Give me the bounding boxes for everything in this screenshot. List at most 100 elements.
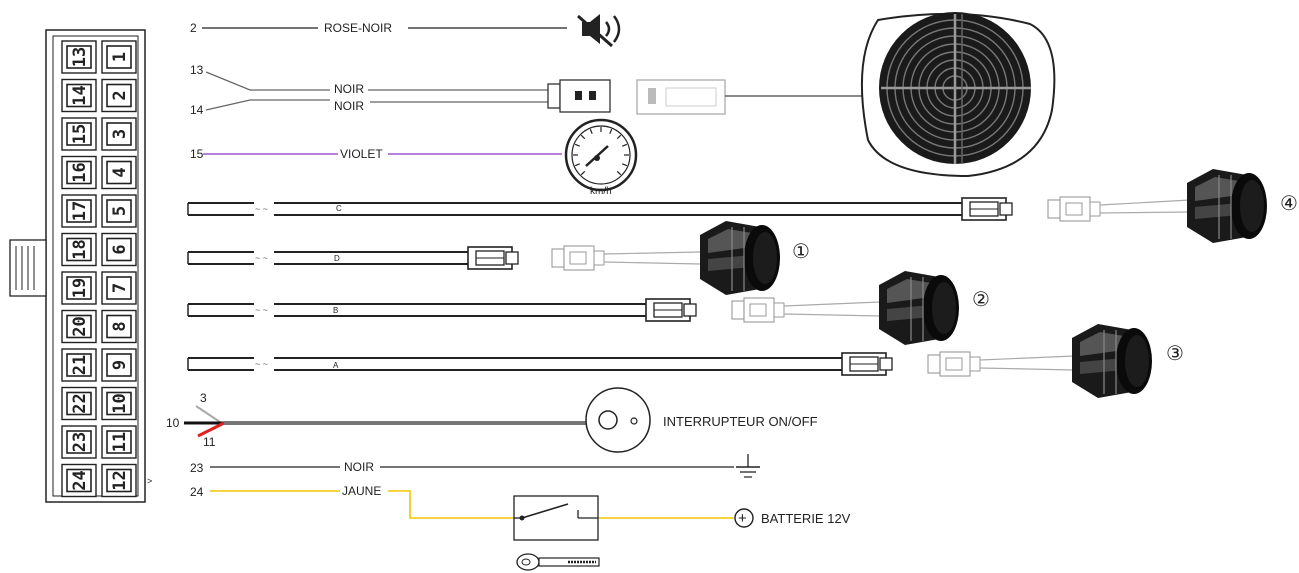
wire-number: 13 xyxy=(190,63,204,77)
speaker-icon xyxy=(860,12,1056,178)
svg-text:~ ~: ~ ~ xyxy=(255,253,268,263)
battery-plus-icon: + xyxy=(734,508,754,528)
connector-pin-right-7: 7 xyxy=(101,271,137,305)
wire-label: NOIR xyxy=(344,460,374,474)
pin-number: 1 xyxy=(110,52,130,62)
connector-pin-right-4: 4 xyxy=(101,155,137,190)
connector-pin-left-13: 13 xyxy=(61,40,97,74)
connector-24pin: > 13141516171819202122232412345678910111… xyxy=(9,29,152,503)
connector-pin-right-10: 10 xyxy=(101,386,137,421)
pin-number: 16 xyxy=(70,162,90,182)
wire-13-14: 13 14 NOIR NOIR xyxy=(190,63,611,117)
sensor-4 xyxy=(1186,168,1268,244)
cable-b: ~ ~ B xyxy=(187,297,881,323)
wire-label: JAUNE xyxy=(342,484,381,498)
svg-text:~ ~: ~ ~ xyxy=(255,359,268,369)
pin-number: 19 xyxy=(70,278,90,298)
svg-text:~ ~: ~ ~ xyxy=(255,305,268,315)
wire-label: ROSE-NOIR xyxy=(324,21,392,35)
connector-pin-left-22: 22 xyxy=(61,386,97,421)
sensor-number-3: ③ xyxy=(1166,343,1184,365)
pin-number: 2 xyxy=(110,90,130,100)
connector-pin-right-2: 2 xyxy=(101,78,137,113)
wire-label: NOIR xyxy=(334,82,364,96)
wire-10-11-3: 3 10 11 xyxy=(166,391,586,449)
wire-2: 2 ROSE-NOIR xyxy=(190,21,567,35)
wire-23: 23 NOIR xyxy=(190,460,734,475)
connector-pin-left-15: 15 xyxy=(61,117,97,151)
connector-pin-right-6: 6 xyxy=(101,232,137,267)
wire-number: 3 xyxy=(200,391,207,405)
pin-number: 7 xyxy=(110,283,130,293)
connector-pin-left-24: 24 xyxy=(61,463,97,498)
pin-number: 5 xyxy=(110,206,130,216)
connector-pin-right-3: 3 xyxy=(101,117,137,151)
pin-number: 11 xyxy=(110,432,130,452)
cable-label: C xyxy=(336,204,342,213)
pin-number: 3 xyxy=(110,129,130,139)
pin-number: 24 xyxy=(70,470,90,490)
cable-d: ~ ~ D xyxy=(187,245,701,271)
wire-number: 11 xyxy=(203,435,216,449)
display-unit xyxy=(636,79,866,115)
wire-number: 10 xyxy=(166,416,180,430)
sensor-number-2: ② xyxy=(972,289,990,311)
pin-number: 23 xyxy=(70,432,90,452)
sensor-1 xyxy=(699,220,781,296)
plus-sign: + xyxy=(738,510,747,527)
sensor-number-4: ④ xyxy=(1280,193,1298,215)
wire-number: 2 xyxy=(190,21,197,35)
connector-pin-right-11: 11 xyxy=(101,425,137,459)
pin-number: 15 xyxy=(70,124,90,144)
pin-number: 18 xyxy=(70,239,90,259)
cable-label: B xyxy=(333,306,338,315)
connector-pin-right-9: 9 xyxy=(101,348,137,382)
wire-24: 24 JAUNE xyxy=(190,484,734,519)
buzzer-icon xyxy=(585,387,651,453)
connector-pin-right-1: 1 xyxy=(101,40,137,74)
ground-icon xyxy=(736,454,760,478)
connector-pin-left-21: 21 xyxy=(61,348,97,382)
wire-label: NOIR xyxy=(334,99,364,113)
connector-pin-left-19: 19 xyxy=(61,271,97,305)
speed-unit-label: km/h xyxy=(590,186,612,197)
pin-number: 4 xyxy=(110,167,130,177)
pin-number: 13 xyxy=(70,47,90,67)
connector-pin-left-16: 16 xyxy=(61,155,97,190)
connector-pin-right-12: 12 xyxy=(101,463,137,498)
sensor-3 xyxy=(1071,323,1153,399)
mute-speaker-icon xyxy=(577,14,621,48)
wire-number: 24 xyxy=(190,485,204,499)
svg-text:>: > xyxy=(147,476,152,486)
connector-pin-left-20: 20 xyxy=(61,309,97,344)
pin-number: 6 xyxy=(110,244,130,254)
pin-number: 14 xyxy=(70,85,90,105)
wire-number: 14 xyxy=(190,103,204,117)
pin-number: 20 xyxy=(70,316,90,336)
sensor-2 xyxy=(878,270,960,346)
pin-number: 8 xyxy=(110,321,130,331)
connector-pin-left-14: 14 xyxy=(61,78,97,113)
key-icon xyxy=(516,553,600,571)
sensor-number-1: ① xyxy=(792,241,810,263)
pin-number: 9 xyxy=(110,360,130,370)
cable-label: A xyxy=(333,361,339,370)
cable-label: D xyxy=(334,254,340,263)
connector-pin-left-18: 18 xyxy=(61,232,97,267)
pin-number: 21 xyxy=(70,355,90,375)
connector-pin-left-17: 17 xyxy=(61,194,97,228)
connector-pin-left-23: 23 xyxy=(61,425,97,459)
battery-label: BATTERIE 12V xyxy=(761,511,851,526)
wire-15: 15 VIOLET xyxy=(190,147,562,161)
connector-pin-right-5: 5 xyxy=(101,194,137,228)
wire-number: 15 xyxy=(190,147,204,161)
pin-number: 10 xyxy=(110,393,130,413)
connector-pin-right-8: 8 xyxy=(101,309,137,344)
pin-number: 22 xyxy=(70,393,90,413)
pin-number: 17 xyxy=(70,201,90,221)
key-switch-icon xyxy=(513,495,599,541)
wire-number: 23 xyxy=(190,461,204,475)
cable-c: ~ ~ C xyxy=(187,196,1191,222)
wire-label: VIOLET xyxy=(340,147,383,161)
